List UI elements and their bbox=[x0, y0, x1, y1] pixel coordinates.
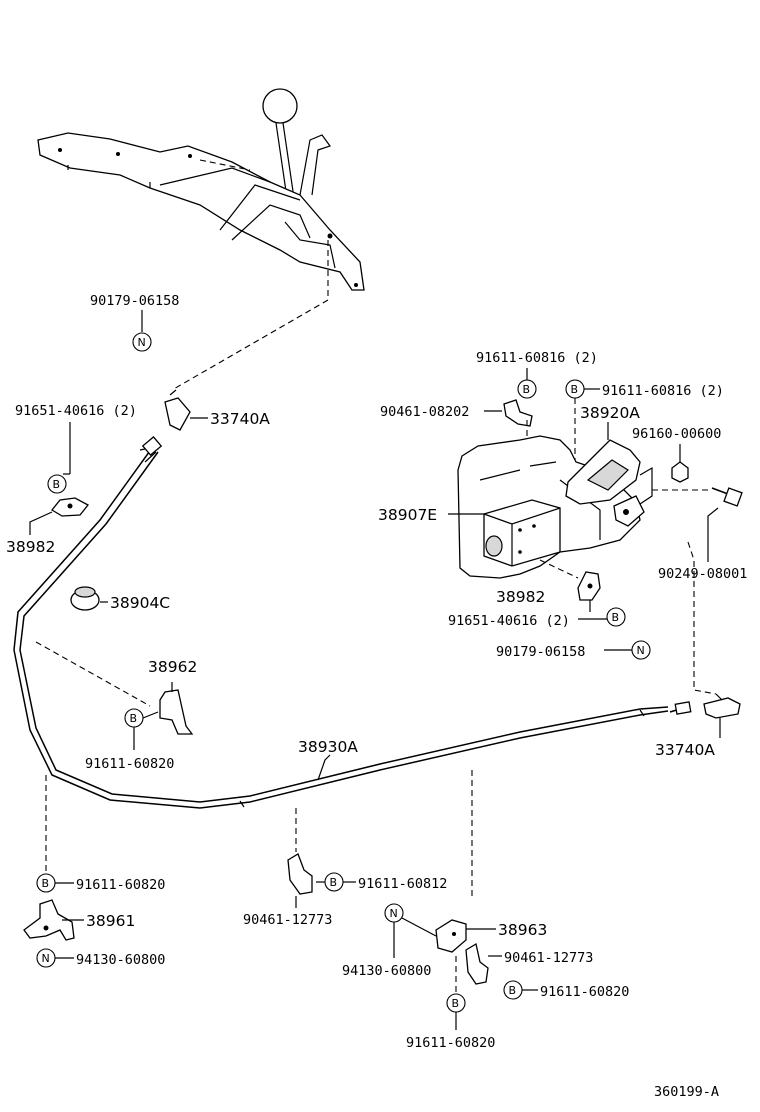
cable-38930A bbox=[13, 435, 692, 809]
label-94130-60800-mid: 94130-60800 bbox=[342, 963, 431, 979]
label-38982-right: 38982 bbox=[496, 588, 545, 606]
switch-38907E bbox=[483, 499, 561, 567]
svg-text:B: B bbox=[130, 712, 138, 725]
label-91651-40616-left: 91651-40616 (2) bbox=[15, 403, 137, 419]
svg-text:B: B bbox=[571, 383, 579, 396]
grommet-38904C bbox=[70, 586, 100, 611]
svg-text:B: B bbox=[509, 984, 517, 997]
svg-text:B: B bbox=[612, 611, 620, 624]
label-38904C: 38904C bbox=[110, 594, 170, 612]
label-91611-60812: 91611-60812 bbox=[358, 876, 447, 892]
shift-lever-assembly bbox=[37, 88, 365, 291]
label-96160-00600: 96160-00600 bbox=[632, 426, 721, 442]
label-91611-60820-bottom: 91611-60820 bbox=[406, 1035, 495, 1051]
label-91651-40616-right: 91651-40616 (2) bbox=[448, 613, 570, 629]
clip-90461-08202 bbox=[503, 399, 533, 427]
label-33740A-right: 33740A bbox=[655, 741, 715, 759]
label-38907E: 38907E bbox=[378, 506, 437, 524]
svg-text:B: B bbox=[42, 877, 50, 890]
svg-text:N: N bbox=[637, 644, 645, 657]
svg-text:B: B bbox=[452, 997, 460, 1010]
svg-text:N: N bbox=[390, 907, 398, 920]
leader-lever-to-33740A bbox=[171, 240, 329, 391]
label-90179-06158-top: 90179-06158 bbox=[90, 293, 179, 309]
label-90461-08202: 90461-08202 bbox=[380, 404, 469, 420]
svg-text:B: B bbox=[330, 876, 338, 889]
nut-96160-00600 bbox=[671, 461, 689, 483]
clamp-38982-left bbox=[51, 497, 89, 517]
bolt-90249-08001 bbox=[711, 487, 743, 507]
label-90461-12773-mid: 90461-12773 bbox=[243, 912, 332, 928]
label-91611-60816-a: 91611-60816 (2) bbox=[476, 350, 598, 366]
bracket-38963 bbox=[435, 919, 467, 953]
label-94130-60800-left: 94130-60800 bbox=[76, 952, 165, 968]
cable-end-33740A-right bbox=[703, 693, 741, 719]
label-33740A-top: 33740A bbox=[210, 410, 270, 428]
label-91611-60820-bl: 91611-60820 bbox=[76, 877, 165, 893]
label-91611-60816-b: 91611-60816 (2) bbox=[602, 383, 724, 399]
b-badge-icon bbox=[47, 474, 67, 494]
label-38963: 38963 bbox=[498, 921, 547, 939]
clip-90461-12773-mid bbox=[287, 853, 313, 895]
label-38961: 38961 bbox=[86, 912, 135, 930]
bracket-38961 bbox=[23, 899, 75, 941]
label-38920A: 38920A bbox=[580, 404, 640, 422]
label-38962: 38962 bbox=[148, 658, 197, 676]
svg-text:N: N bbox=[42, 952, 50, 965]
label-91611-60820-right: 91611-60820 bbox=[540, 984, 629, 1000]
n-badge-letter: N bbox=[138, 336, 146, 349]
cable-end-33740A-top bbox=[164, 389, 191, 431]
label-91611-60820-mid: 91611-60820 bbox=[85, 756, 174, 772]
diagram-code: 360199-A bbox=[654, 1084, 719, 1100]
label-90249-08001: 90249-08001 bbox=[658, 566, 747, 582]
bracket-38920A bbox=[565, 439, 653, 527]
svg-text:B: B bbox=[523, 383, 531, 396]
label-38930A: 38930A bbox=[298, 738, 358, 756]
bracket-38962 bbox=[159, 689, 194, 735]
label-38982-left: 38982 bbox=[6, 538, 55, 556]
label-90179-06158-right: 90179-06158 bbox=[496, 644, 585, 660]
b-badge-letter: B bbox=[53, 478, 61, 491]
n-badge-icon bbox=[132, 332, 152, 352]
label-90461-12773-right: 90461-12773 bbox=[504, 950, 593, 966]
clip-90461-12773-right bbox=[465, 942, 489, 985]
clamp-38982-right bbox=[577, 571, 601, 601]
